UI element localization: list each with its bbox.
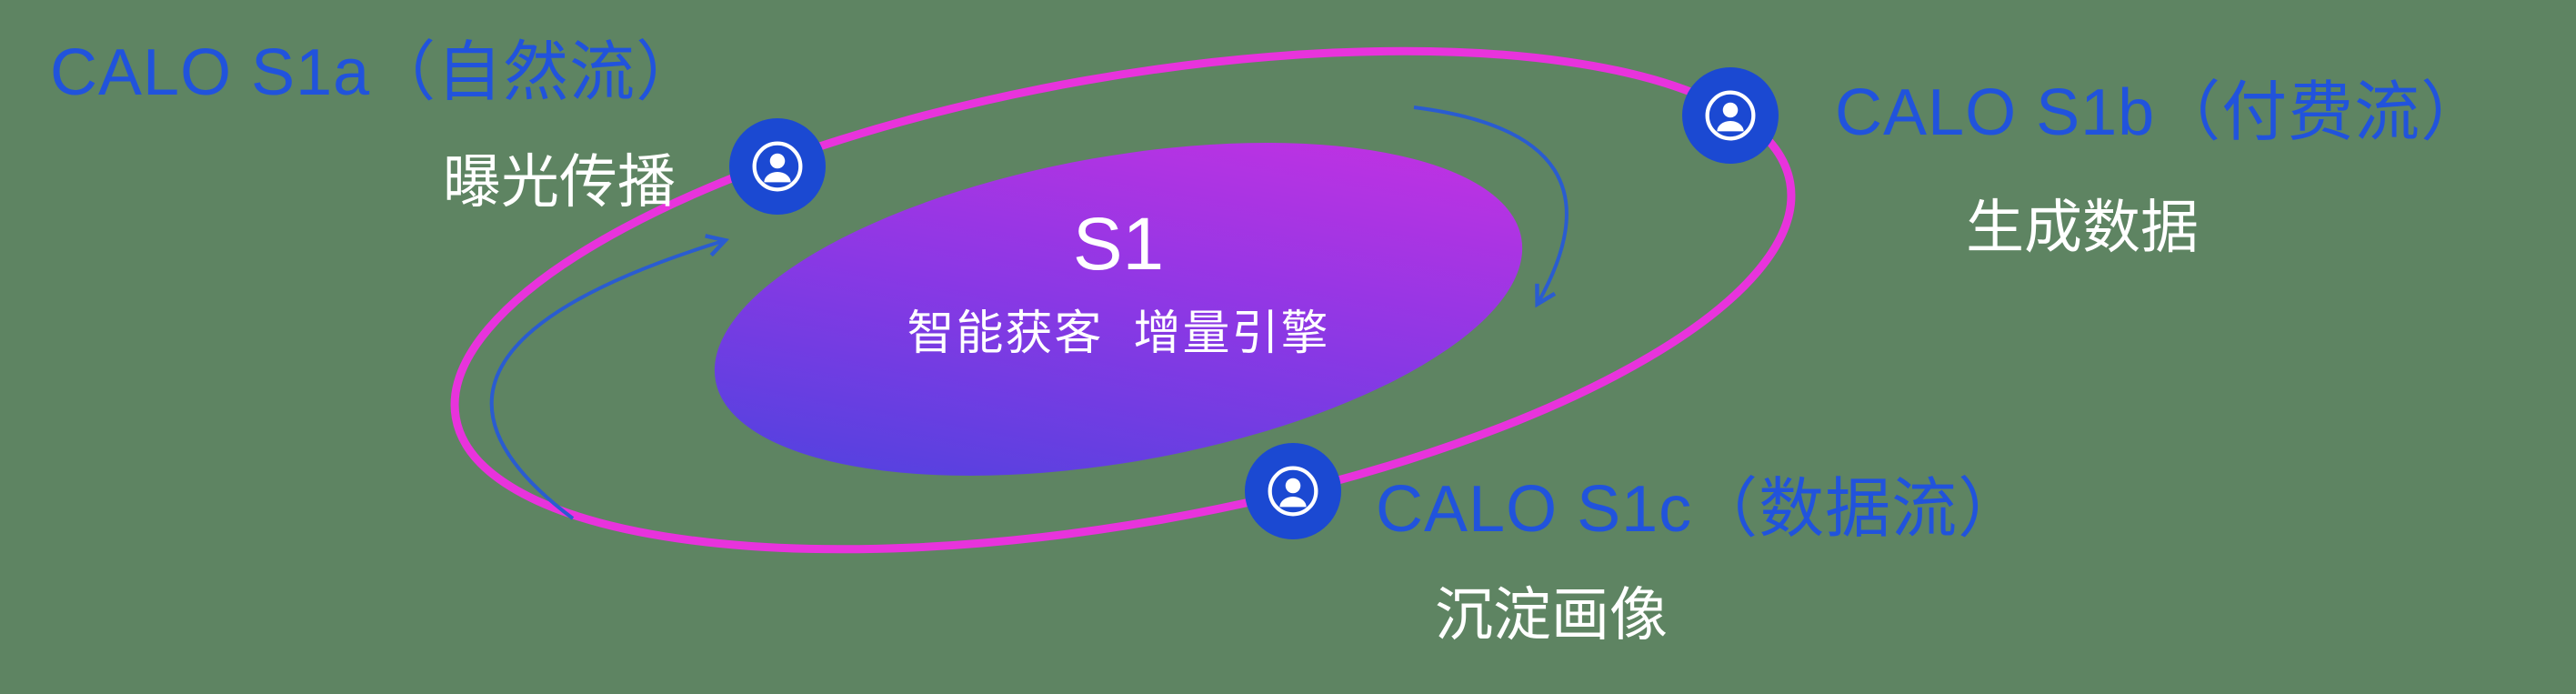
node-s1b: [1682, 67, 1779, 164]
orbit-ring: [450, 46, 1796, 554]
person-icon: [1268, 466, 1318, 517]
core-ellipse: [714, 143, 1523, 476]
core-text: S1 智能获客 增量引擎: [755, 203, 1482, 363]
core-subtitle: 智能获客 增量引擎: [907, 307, 1330, 361]
node-s1a-label: CALO S1a（自然流）: [50, 36, 703, 109]
node-s1a-subtitle: 曝光传播: [443, 149, 676, 215]
flow-arrow-top-right: [1413, 106, 1569, 308]
flow-arrow-left: [489, 234, 729, 520]
person-icon: [1705, 90, 1756, 141]
node-s1b-label: CALO S1b（付费流）: [1835, 76, 2488, 149]
node-s1c-label: CALO S1c（数据流）: [1376, 473, 2025, 546]
core-title: S1: [1072, 203, 1165, 286]
node-s1c: [1245, 443, 1341, 539]
node-s1a: [729, 118, 826, 215]
node-s1b-subtitle: 生成数据: [1966, 195, 2199, 260]
person-icon: [752, 141, 803, 192]
node-s1c-subtitle: 沉淀画像: [1435, 582, 1668, 648]
